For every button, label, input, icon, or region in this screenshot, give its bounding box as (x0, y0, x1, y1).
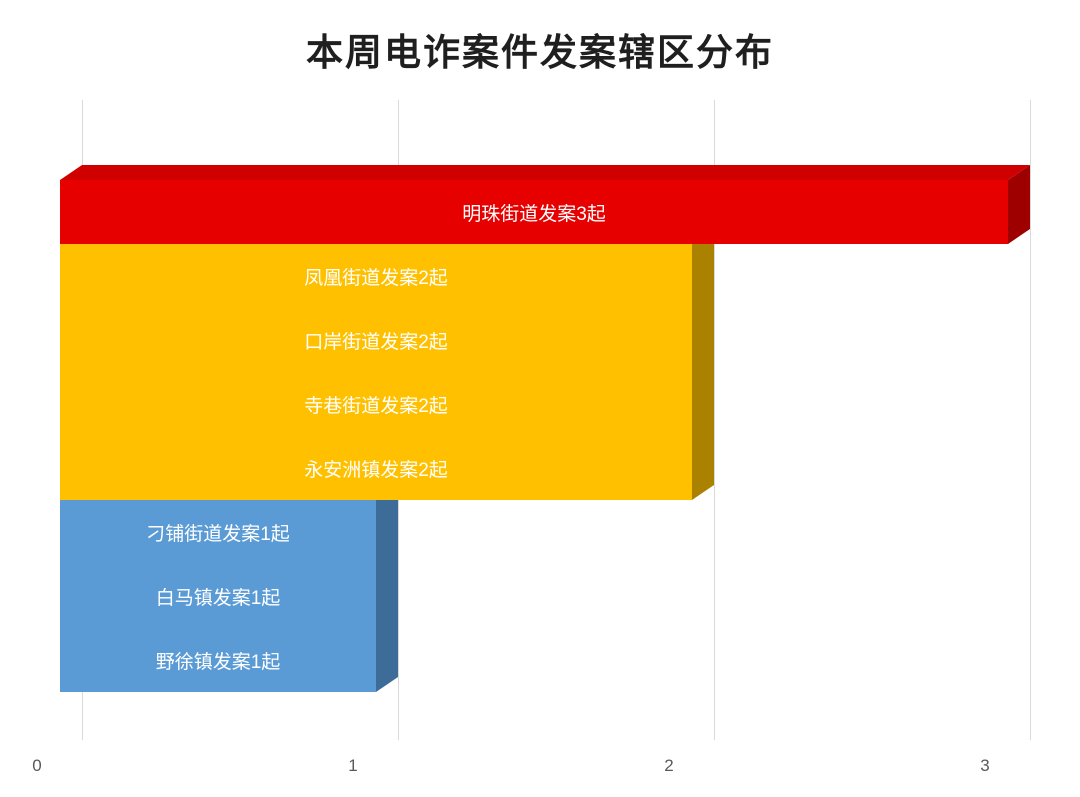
vertical-gridline-3 (1030, 100, 1031, 740)
x-tick-label-3: 3 (980, 756, 990, 775)
bar-3-cases (60, 180, 1008, 244)
x-tick-label-0: 0 (32, 756, 42, 775)
bar-label: 凤凰街道发案2起 (304, 267, 448, 289)
vertical-gridline-2 (714, 100, 715, 740)
bar-label: 口岸街道发案2起 (304, 331, 448, 353)
bar-side-face-1-case (376, 485, 398, 692)
bar-2-cases (60, 244, 692, 500)
bar-1-case (60, 500, 376, 692)
bar-side-face-3-cases (1008, 165, 1030, 244)
bar-side-face-2-cases (692, 229, 714, 500)
x-tick-label-2: 2 (664, 756, 674, 775)
bar-top-face-3-cases (60, 165, 1030, 180)
bar-label: 永安洲镇发案2起 (304, 459, 448, 481)
bar-label: 刁铺街道发案1起 (146, 523, 290, 545)
x-tick-label-1: 1 (348, 756, 358, 775)
bar-label: 寺巷街道发案2起 (304, 395, 448, 417)
bar-label: 白马镇发案1起 (155, 587, 281, 609)
bar-label: 明珠街道发案3起 (462, 203, 606, 225)
bar-label: 野徐镇发案1起 (155, 651, 281, 673)
chart-title: 本周电诈案件发案辖区分布 (306, 32, 774, 73)
